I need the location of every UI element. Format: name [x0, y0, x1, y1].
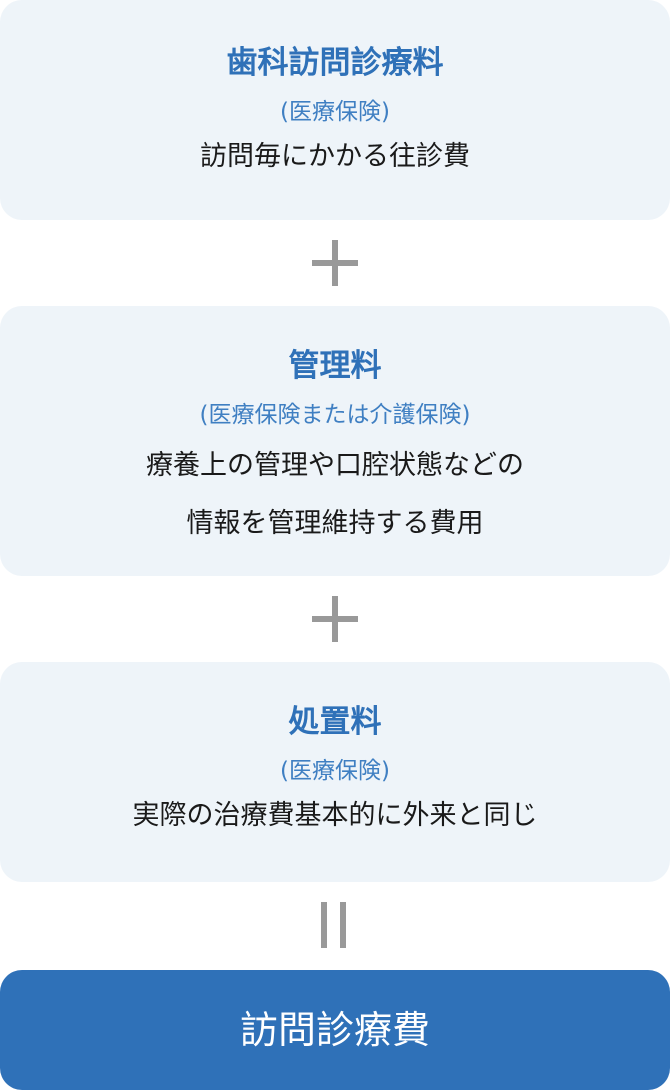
card-description-line-1: 療養上の管理や口腔状態などの [146, 450, 524, 481]
fee-card-management: 管理料 (医療保険または介護保険) 療養上の管理や口腔状態などの 情報を管理維持… [0, 306, 670, 576]
card-insurance: (医療保険または介護保険) [199, 402, 471, 428]
plus-icon [312, 596, 358, 642]
fee-card-treatment: 処置料 (医療保険) 実際の治療費基本的に外来と同じ [0, 662, 670, 882]
card-description-line-2: 情報を管理維持する費用 [186, 508, 484, 539]
equals-icon [321, 902, 347, 948]
card-title: 管理料 [288, 348, 382, 384]
card-insurance: (医療保険) [280, 99, 390, 125]
card-description: 訪問毎にかかる往診費 [200, 141, 470, 172]
card-title: 処置料 [288, 704, 382, 740]
card-insurance: (医療保険) [280, 758, 390, 784]
result-total: 訪問診療費 [0, 970, 670, 1090]
plus-icon [312, 240, 358, 286]
card-title: 歯科訪問診療料 [226, 45, 444, 81]
fee-card-visit: 歯科訪問診療料 (医療保険) 訪問毎にかかる往診費 [0, 0, 670, 220]
card-description: 実際の治療費基本的に外来と同じ [132, 800, 538, 831]
